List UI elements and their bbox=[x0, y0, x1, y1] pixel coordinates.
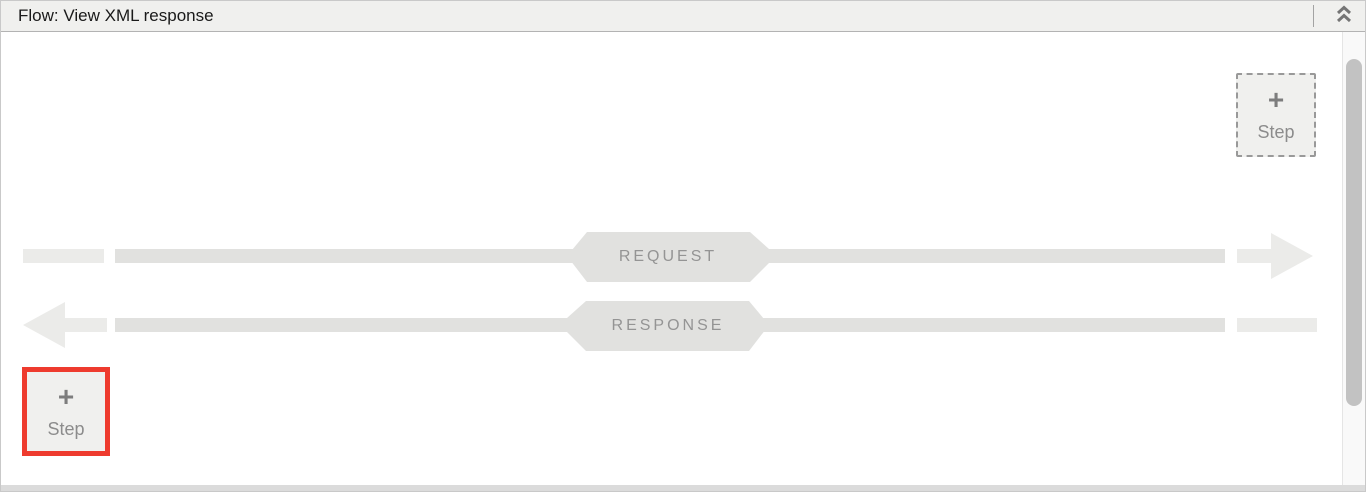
request-arrow-shaft bbox=[1237, 249, 1273, 263]
bottom-scrollbar-strip bbox=[1, 485, 1365, 491]
response-line-end-segment bbox=[1237, 318, 1317, 332]
request-arrow-right-icon bbox=[1271, 233, 1313, 279]
vertical-scrollbar-thumb[interactable] bbox=[1346, 59, 1362, 406]
request-line-start-segment bbox=[23, 249, 104, 263]
collapse-panel-button[interactable] bbox=[1327, 1, 1361, 31]
step-button-label: Step bbox=[47, 418, 85, 439]
response-badge-label: RESPONSE bbox=[611, 317, 725, 334]
response-arrow-left-icon bbox=[23, 302, 65, 348]
step-button-label: Step bbox=[1257, 122, 1295, 142]
chevron-double-up-icon bbox=[1335, 4, 1353, 28]
panel-title: Flow: View XML response bbox=[18, 6, 214, 25]
vertical-scrollbar-track[interactable] bbox=[1342, 32, 1365, 485]
header-controls bbox=[1313, 1, 1365, 31]
response-arrow-shaft bbox=[63, 318, 107, 332]
header-divider bbox=[1313, 5, 1314, 27]
panel-header: Flow: View XML response bbox=[1, 1, 1365, 32]
request-badge-label: REQUEST bbox=[618, 248, 718, 265]
add-step-button-top[interactable]: + Step bbox=[1236, 73, 1316, 157]
plus-icon: + bbox=[57, 380, 75, 412]
plus-icon: + bbox=[1267, 84, 1285, 115]
add-step-button-bottom-highlighted[interactable]: + Step bbox=[22, 367, 110, 456]
flow-canvas: + Step REQUEST RESPONSE + Step bbox=[1, 32, 1365, 485]
request-badge: REQUEST bbox=[567, 232, 769, 282]
response-badge: RESPONSE bbox=[567, 301, 769, 351]
